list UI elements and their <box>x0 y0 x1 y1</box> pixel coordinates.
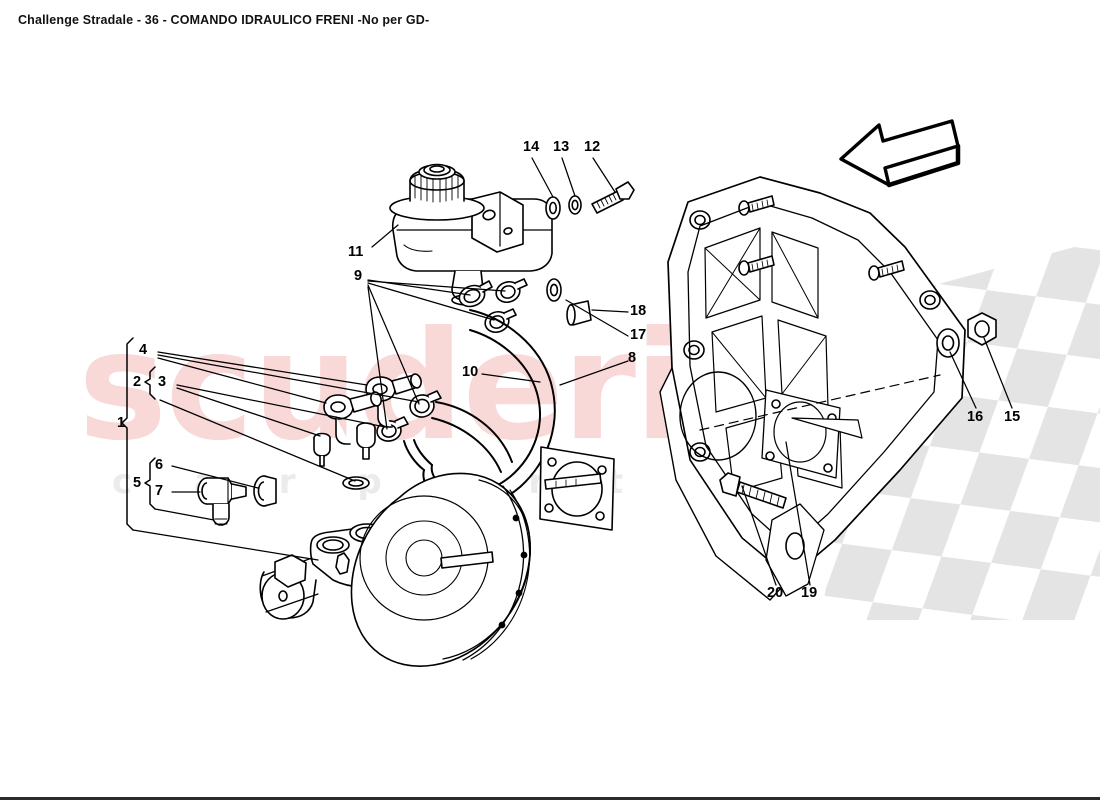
callout-label-16: 16 <box>967 409 984 425</box>
bracket-bolt <box>868 260 905 281</box>
hex-nut <box>967 312 997 346</box>
callout-label-18: 18 <box>630 303 647 319</box>
pedal-box-bracket <box>659 176 966 601</box>
page-bottom-edge <box>0 797 1100 800</box>
washer <box>936 328 960 358</box>
brake-booster <box>350 446 615 667</box>
callout-label-4: 4 <box>139 342 148 358</box>
callout-label-11: 11 <box>348 244 364 260</box>
page-title: Challenge Stradale - 36 - COMANDO IDRAUL… <box>18 13 430 27</box>
callout-label-20: 20 <box>767 585 784 601</box>
bracket-bolt <box>738 255 775 276</box>
callout-label-9: 9 <box>354 268 363 284</box>
leader-lines <box>121 157 1013 586</box>
callout-label-1: 1 <box>117 415 126 431</box>
callout-label-19: 19 <box>801 585 818 601</box>
callout-label-8: 8 <box>628 350 637 366</box>
union-fitting <box>197 477 247 526</box>
sealing-washer <box>342 476 370 490</box>
seal-ring <box>546 278 562 302</box>
callout-label-15: 15 <box>1004 409 1021 425</box>
direction-arrow <box>839 119 961 188</box>
flat-washer <box>545 196 561 220</box>
callout-label-17: 17 <box>630 327 647 343</box>
banjo-bolt <box>356 422 376 460</box>
callout-label-6: 6 <box>155 457 164 473</box>
callout-label-12: 12 <box>584 139 601 155</box>
callout-label-10: 10 <box>462 364 479 380</box>
banjo-fitting-lower <box>323 391 382 445</box>
hose-clamp <box>409 390 442 418</box>
hex-bolt <box>591 181 635 214</box>
spring-washer <box>568 195 582 215</box>
callout-label-3: 3 <box>158 374 167 390</box>
callout-label-5: 5 <box>133 475 142 491</box>
callout-label-14: 14 <box>523 139 540 155</box>
callout-label-7: 7 <box>155 483 164 499</box>
grommet <box>566 300 592 326</box>
callout-label-13: 13 <box>553 139 570 155</box>
mounting-bolt <box>719 472 787 509</box>
banjo-bolt <box>313 432 331 467</box>
hose-clamp-group <box>376 278 528 442</box>
callout-label-2: 2 <box>133 374 142 390</box>
bracket-bolt <box>738 195 775 216</box>
sealing-washer <box>253 475 277 507</box>
hose-clamp <box>495 278 528 304</box>
